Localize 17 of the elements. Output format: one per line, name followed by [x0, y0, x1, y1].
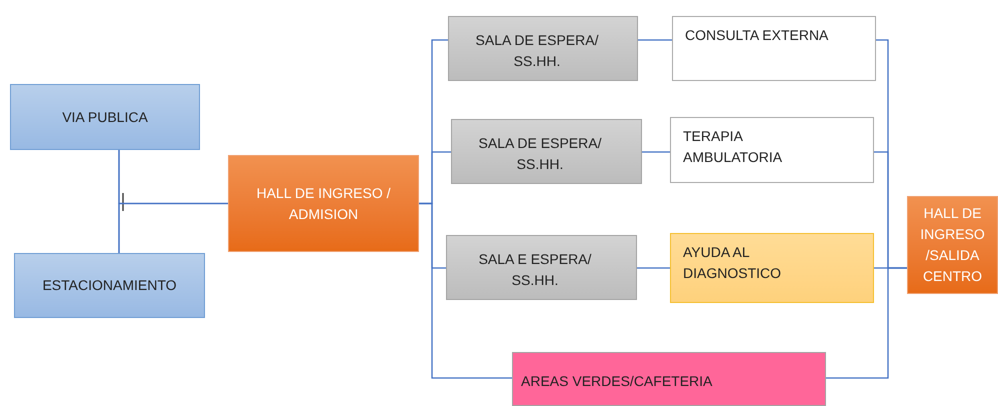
process-box: SALA DE ESPERA/ SS.HH. [451, 119, 642, 184]
process-box: HALL DE INGRESO /SALIDA CENTRO [907, 196, 998, 294]
connector-line [826, 267, 907, 379]
connector-line [642, 151, 670, 153]
process-box: AREAS VERDES/CAFETERIA [512, 352, 826, 406]
connector-line [637, 267, 670, 269]
process-box: TERAPIA AMBULATORIA [670, 117, 874, 183]
process-box: SALA E ESPERA/ SS.HH. [446, 235, 637, 300]
process-box: SALA DE ESPERA/ SS.HH. [448, 16, 638, 81]
process-box: ESTACIONAMIENTO [14, 253, 205, 318]
process-box: VIA PUBLICA [10, 84, 200, 150]
process-box: HALL DE INGRESO / ADMISION [228, 155, 419, 252]
process-box: CONSULTA EXTERNA [672, 16, 876, 81]
connector-line [419, 202, 512, 379]
process-box: AYUDA AL DIAGNOSTICO [670, 233, 874, 303]
connector-line [118, 202, 228, 253]
connector-line [638, 39, 672, 41]
